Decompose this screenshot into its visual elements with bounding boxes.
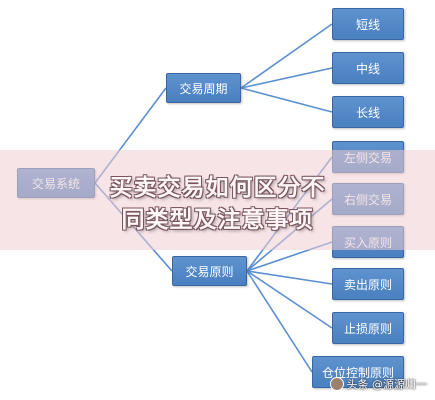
branch-leaf-connector [246,270,333,329]
leaf-node: 仓位控制原则 [312,356,404,388]
article-title-line-1: 买卖交易如何区分不 [109,175,326,201]
branch-node: 交易周期 [166,73,241,103]
leaf-node: 卖出原则 [332,268,404,300]
watermark: 头条 @源源归一 [329,375,428,393]
title-banner [0,150,435,250]
branch-leaf-connector [246,270,313,373]
watermark-text: 头条 @源源归一 [346,378,428,391]
article-title-line-2: 同类型及注意事项 [121,207,314,233]
branch-leaf-connector [240,67,333,89]
branch-leaf-connector [240,87,333,113]
leaf-node: 短线 [332,8,404,40]
leaf-node: 中线 [332,52,404,84]
avatar-icon [329,377,344,391]
branch-leaf-connector [240,23,333,89]
branch-leaf-connector [246,270,333,285]
leaf-node: 止损原则 [332,312,404,344]
leaf-node: 长线 [332,96,404,128]
branch-node: 交易原则 [172,256,247,286]
